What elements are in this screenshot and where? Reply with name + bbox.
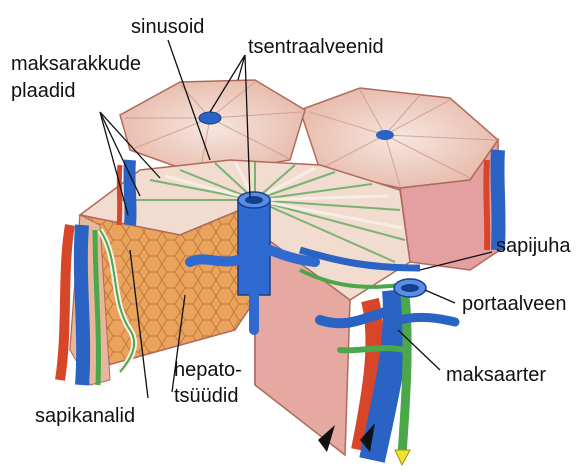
label-central-veins: tsentraalveenid [248,35,384,59]
label-plates-line2: plaadid [11,79,76,103]
label-bile-canaliculi: sapikanalid [35,404,135,428]
hepatic-artery-left [60,225,70,380]
label-hepatocytes-line1: hepato- [174,358,242,382]
back-lobule-left [120,80,305,175]
leader-portal-vein [425,290,455,303]
central-vein-back-right [376,130,394,140]
label-plates-line1: maksarakkude [11,52,141,76]
portal-vein-left [81,225,83,385]
label-hepatocytes-line2: tsüüdid [174,384,239,408]
label-portal-vein: portaalveen [462,292,567,316]
label-sinusoid: sinusoid [131,15,204,39]
central-vein-back-left [199,112,221,124]
flow-arrow-bile [395,450,410,465]
label-hepatic-artery: maksaarter [446,363,546,387]
label-bile-duct: sapijuha [496,234,571,258]
